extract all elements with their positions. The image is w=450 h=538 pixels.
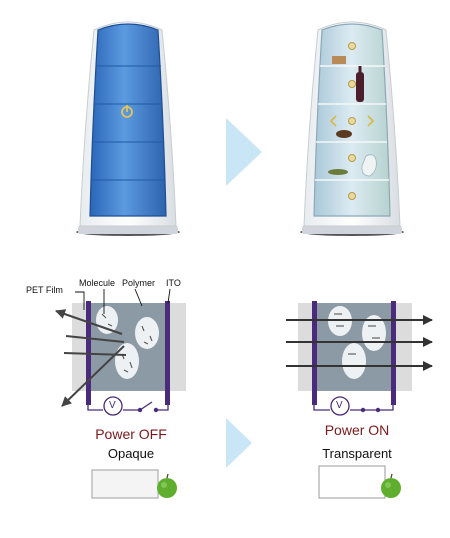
cell-transparent xyxy=(286,301,433,499)
bread-loaf xyxy=(332,56,346,64)
shelf-contents xyxy=(328,56,377,177)
shelf-dividers xyxy=(91,65,165,181)
voltmeter-label-on: V xyxy=(336,400,343,411)
molecule-droplet xyxy=(342,343,366,379)
nut-bowl xyxy=(336,130,352,138)
transparent-glass-sample xyxy=(318,465,386,499)
wine-bottle xyxy=(356,72,364,102)
power-off-label: Power OFF xyxy=(95,426,167,442)
opaque-label: Opaque xyxy=(107,446,155,461)
cabinet-base xyxy=(78,226,178,234)
fruit-plate xyxy=(328,169,348,175)
cabinet-opaque xyxy=(76,21,180,236)
label-pet-film: PET Film xyxy=(26,285,63,295)
ito-electrode-right xyxy=(165,301,170,405)
ito-electrode-left xyxy=(312,301,317,405)
molecule-droplet xyxy=(135,317,159,349)
cabinet-transparent xyxy=(300,21,404,236)
label-leaders xyxy=(75,288,171,314)
ito-electrode-right xyxy=(391,301,396,405)
molecule-droplet xyxy=(115,343,139,379)
cell-opaque xyxy=(55,288,186,499)
closed-switch xyxy=(350,405,394,411)
apple-icon xyxy=(381,473,401,498)
label-ito: ITO xyxy=(166,278,181,288)
cabinet-base xyxy=(302,226,402,234)
open-switch xyxy=(139,401,153,411)
transmitted-light-rays xyxy=(286,315,433,371)
label-polymer: Polymer xyxy=(122,278,156,288)
scattered-light-rays xyxy=(55,309,127,407)
shelf-controls[interactable] xyxy=(348,42,356,200)
power-on-label: Power ON xyxy=(324,422,390,438)
apple-icon xyxy=(157,473,177,498)
voltmeter-icon xyxy=(103,396,123,416)
voltage-circuit xyxy=(313,396,394,416)
cabinet-blue-panel xyxy=(89,23,167,217)
label-molecule: Molecule xyxy=(79,278,116,288)
voltmeter-label-off: V xyxy=(109,400,116,411)
molecule-orientations xyxy=(101,313,153,373)
power-icon[interactable] xyxy=(121,105,133,118)
glass-shelves xyxy=(315,65,389,181)
nav-chevron-icons[interactable] xyxy=(329,115,375,127)
arrow-right-icon xyxy=(226,118,262,186)
milk-jug xyxy=(361,154,377,177)
voltage-circuit xyxy=(87,396,169,416)
transparent-label: Transparent xyxy=(322,446,392,461)
voltmeter-icon xyxy=(330,396,350,416)
arrow-right-icon xyxy=(226,418,252,468)
